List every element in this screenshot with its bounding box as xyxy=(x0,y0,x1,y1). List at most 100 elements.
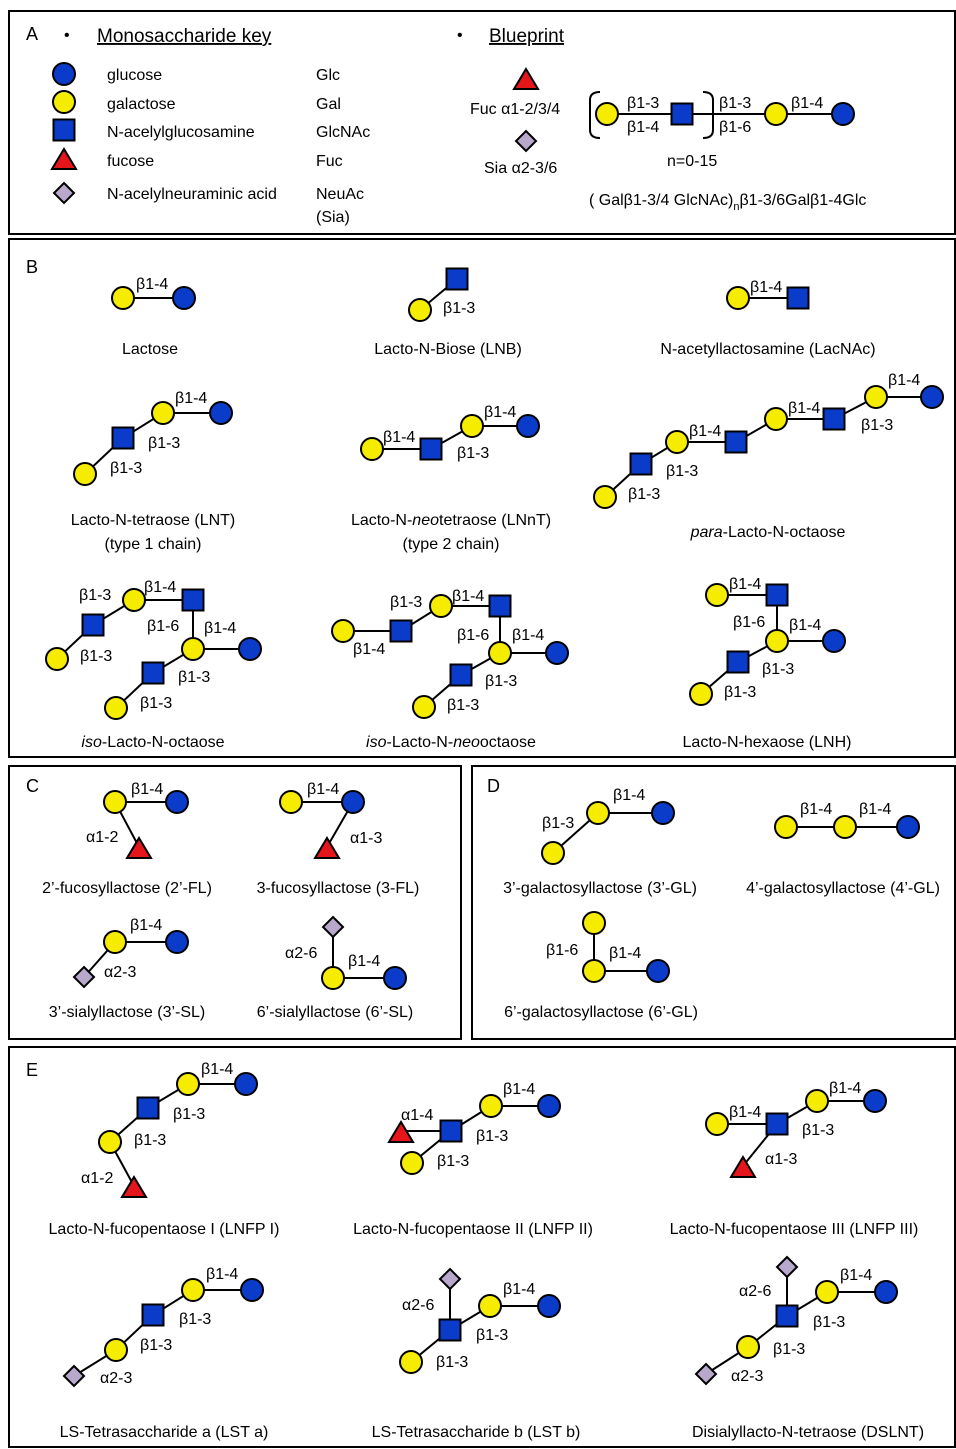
linkage-label: β1-4 xyxy=(175,390,207,407)
glcnac-symbol xyxy=(488,594,512,618)
glcnac-symbol xyxy=(52,118,76,142)
structure-lnt: β1-4 β1-3 β1-3 Lacto-N-tetraose (LNT) (t… xyxy=(71,390,236,553)
caption-part: para xyxy=(690,524,723,541)
glucose-symbol xyxy=(545,641,569,665)
glucose-symbol xyxy=(383,966,407,990)
glcnac-symbol xyxy=(419,437,443,461)
galactose-symbol xyxy=(98,1130,122,1154)
linkage-label: β1-3 xyxy=(140,695,172,712)
glcnac-symbol xyxy=(724,430,748,454)
linkage-label: β1-3 xyxy=(476,1327,508,1344)
linkage-label: α1-3 xyxy=(765,1151,797,1168)
structure-lactose: β1-4 Lactose xyxy=(111,276,196,358)
glycosidic-bond xyxy=(372,425,528,450)
structure-caption-line2: (type 2 chain) xyxy=(403,536,500,553)
glucose-symbol xyxy=(341,790,365,814)
key-abbr-glcnac: GlcNAc xyxy=(316,124,370,141)
galactose-symbol xyxy=(103,790,127,814)
structure-caption: LS-Tetrasaccharide b (LST b) xyxy=(372,1424,581,1441)
galactose-symbol xyxy=(805,1089,829,1113)
linkage-label: β1-3 xyxy=(447,697,479,714)
panel-b-label: B xyxy=(26,257,38,277)
blueprint: • Blueprint Fuc α1-2/3/4 Sia α2-3/6 β1-3… xyxy=(457,26,866,213)
panel-a-label: A xyxy=(26,24,38,44)
structure-caption: N-acetyllactosamine (LacNAc) xyxy=(660,341,875,358)
linkage-label: β1-4 xyxy=(788,400,820,417)
linkage-label: β1-4 xyxy=(503,1281,535,1298)
galactose-symbol xyxy=(176,1072,200,1096)
glucose-symbol xyxy=(646,959,670,983)
linkage-label: β1-4 xyxy=(484,404,516,421)
glcnac-symbol xyxy=(141,661,165,685)
glcnac-symbol xyxy=(765,583,789,607)
key-abbr-fucose: Fuc xyxy=(316,153,343,170)
structure-caption: Lacto-N-Biose (LNB) xyxy=(374,341,522,358)
galactose-symbol xyxy=(122,588,146,612)
linkage-label: β1-3 xyxy=(457,445,489,462)
linkage-label: β1-4 xyxy=(383,429,415,446)
sialic-acid-symbol xyxy=(439,1268,461,1290)
galactose-symbol xyxy=(665,430,689,454)
linkage-label: β1-4 xyxy=(452,588,484,605)
structure-caption: para-Lacto-N-octaose xyxy=(690,524,846,541)
key-abbr-sialic: NeuAc xyxy=(316,186,364,203)
galactose-symbol xyxy=(595,102,619,126)
key-name-glucose: glucose xyxy=(107,67,162,84)
galactose-symbol xyxy=(400,1151,424,1175)
key-abbr-glucose: Glc xyxy=(316,67,340,84)
galactose-symbol xyxy=(408,298,432,322)
key-abbr2-sialic: (Sia) xyxy=(316,209,350,226)
linkage-label: β1-4 xyxy=(204,620,236,637)
linkage-label: β1-3 xyxy=(140,1337,172,1354)
glucose-symbol xyxy=(896,815,920,839)
galactose-symbol xyxy=(104,696,128,720)
linkage-label: β1-4 xyxy=(800,801,832,818)
glycosidic-bond xyxy=(705,1291,886,1375)
glcnac-symbol xyxy=(445,267,469,291)
repeat-bracket-left xyxy=(589,91,601,139)
linkage-label: α2-6 xyxy=(285,945,317,962)
structure-6gl: β1-6 β1-4 6’-galactosyllactose (6’-GL) xyxy=(504,911,698,1021)
galactose-symbol xyxy=(73,462,97,486)
linkage-label: β1-3 xyxy=(773,1341,805,1358)
galactose-symbol xyxy=(479,1094,503,1118)
linkage-label: β1-4 xyxy=(201,1061,233,1078)
structure-lnh: β1-4 β1-6 β1-4 β1-3 β1-3 Lacto-N-hexaose… xyxy=(683,576,852,751)
linkage-label: β1-3 xyxy=(437,1153,469,1170)
caption-part: neo xyxy=(412,512,439,529)
glcnac-symbol xyxy=(438,1318,462,1342)
galactose-symbol xyxy=(399,1350,423,1374)
glcnac-symbol xyxy=(111,426,135,450)
blueprint-bullet: • xyxy=(457,27,463,44)
linkage-label: β1-4 xyxy=(307,781,339,798)
linkage-label: β1-4 xyxy=(829,1080,861,1097)
galactose-symbol xyxy=(488,641,512,665)
galactose-symbol xyxy=(151,401,175,425)
blueprint-fuc-label: Fuc α1-2/3/4 xyxy=(470,101,560,118)
linkage-label: β1-4 xyxy=(512,627,544,644)
linkage-label: β1-3 xyxy=(627,95,659,112)
linkage-label: β1-3 xyxy=(666,463,698,480)
panel-e-label: E xyxy=(26,1060,38,1080)
structure-caption: Disialyllacto-N-tetraose (DSLNT) xyxy=(692,1424,924,1441)
linkage-label: β1-3 xyxy=(628,486,660,503)
galactose-symbol xyxy=(103,930,127,954)
linkage-label: β1-4 xyxy=(136,276,168,293)
linkage-label: β1-3 xyxy=(178,669,210,686)
structure-caption-line2: (type 1 chain) xyxy=(105,536,202,553)
sialic-acid-symbol xyxy=(63,1365,85,1387)
structure-3sl: β1-4 α2-3 3’-sialyllactose (3’-SL) xyxy=(49,917,206,1021)
linkage-label: β1-4 xyxy=(206,1266,238,1283)
linkage-label: β1-4 xyxy=(791,95,823,112)
sialic-acid-symbol xyxy=(695,1363,717,1385)
linkage-label: β1-4 xyxy=(131,781,163,798)
galactose-symbol xyxy=(764,407,788,431)
formula-part: ( Galβ1-3/4 GlcNAc) xyxy=(589,192,733,209)
galactose-symbol xyxy=(593,485,617,509)
structure-6sl: α2-6 β1-4 6’-sialyllactose (6’-SL) xyxy=(257,916,413,1021)
galactose-symbol xyxy=(478,1294,502,1318)
glucose-symbol xyxy=(234,1072,258,1096)
glcnac-symbol xyxy=(439,1119,463,1143)
linkage-label: β1-4 xyxy=(609,945,641,962)
